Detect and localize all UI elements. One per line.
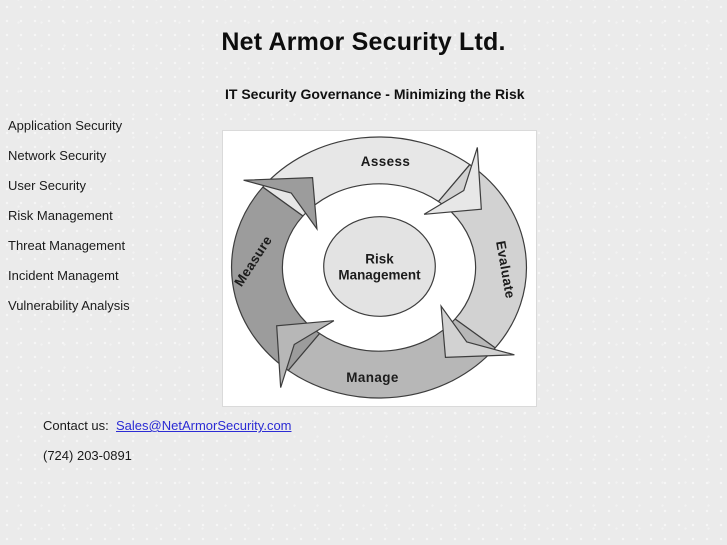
contact-label: Contact us: xyxy=(43,418,109,433)
risk-cycle-svg: Risk Management Assess Evaluate Manage M… xyxy=(230,136,528,399)
arrow-head-manage xyxy=(276,320,335,388)
arrow-body-assess xyxy=(261,136,471,217)
sidebar-item-network-security[interactable]: Network Security xyxy=(8,147,107,163)
arrow-heads xyxy=(243,147,515,388)
sidebar-item-incident-managemt[interactable]: Incident Managemt xyxy=(8,267,119,283)
arrow-head-assess xyxy=(423,147,482,215)
sidebar-item-threat-management[interactable]: Threat Management xyxy=(8,237,126,253)
sidebar-item-risk-management[interactable]: Risk Management xyxy=(8,207,113,223)
sidebar-nav: Application Security Network Security Us… xyxy=(8,110,208,320)
hub-label-line1: Risk xyxy=(365,252,394,267)
arrow-head-evaluate xyxy=(440,304,515,358)
page-subtitle: IT Security Governance - Minimizing the … xyxy=(225,86,525,102)
risk-management-hub xyxy=(323,216,436,317)
risk-cycle-diagram: Risk Management Assess Evaluate Manage M… xyxy=(222,130,537,407)
arrow-label-assess: Assess xyxy=(361,154,410,169)
contact-line: Contact us: Sales@NetArmorSecurity.com xyxy=(43,418,292,433)
hub-label-line2: Management xyxy=(338,267,421,282)
phone-number: (724) 203-0891 xyxy=(43,448,132,463)
sidebar-item-user-security[interactable]: User Security xyxy=(8,177,87,193)
email-link[interactable]: Sales@NetArmorSecurity.com xyxy=(116,418,292,433)
sidebar-item-application-security[interactable]: Application Security xyxy=(8,117,123,133)
arrow-label-manage: Manage xyxy=(346,370,399,385)
arrow-head-measure xyxy=(243,177,318,231)
page-title: Net Armor Security Ltd. xyxy=(221,28,506,56)
sidebar-item-vulnerability-analysis[interactable]: Vulnerability Analysis xyxy=(8,297,130,313)
arrow-body-manage xyxy=(287,318,497,399)
